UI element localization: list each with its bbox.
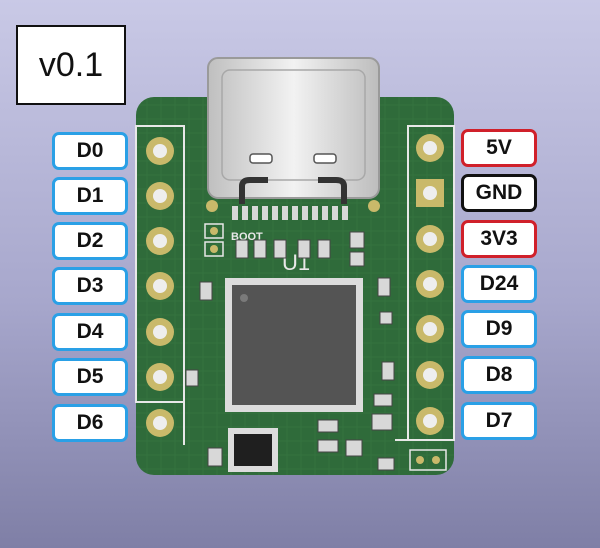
pin-label-d9: D9 [461, 310, 537, 348]
pin-label-3v3: 3V3 [461, 220, 537, 258]
header-hole-left-d2 [146, 227, 174, 255]
bottom-ic [228, 428, 278, 472]
boot-pads [204, 223, 224, 257]
pin-label-d6: D6 [52, 404, 128, 442]
header-hole-right-3v3 [416, 225, 444, 253]
header-hole-left-d1 [146, 182, 174, 210]
pin-label-d0: D0 [52, 132, 128, 170]
header-hole-left-d6 [146, 409, 174, 437]
swd-pads [409, 449, 447, 471]
right-header-outline [407, 125, 455, 441]
header-hole-right-d7 [416, 407, 444, 435]
right-header-holes [416, 134, 444, 435]
pin-label-d1: D1 [52, 177, 128, 215]
pin-label-d5: D5 [52, 358, 128, 396]
pin-label-d4: D4 [52, 313, 128, 351]
pin-label-5v: 5V [461, 129, 537, 167]
header-hole-right-d9 [416, 315, 444, 343]
pin-label-gnd: GND [461, 174, 537, 212]
pin-label-d2: D2 [52, 222, 128, 260]
pin-label-d24: D24 [461, 265, 537, 303]
version-label: v0.1 [16, 25, 126, 105]
left-header-holes [146, 137, 174, 437]
header-hole-right-d8 [416, 361, 444, 389]
left-header-outline [135, 125, 185, 403]
usb-c-connector [206, 57, 380, 220]
pin-label-d8: D8 [461, 356, 537, 394]
header-hole-left-d0 [146, 137, 174, 165]
mcu-chip [225, 278, 363, 412]
header-hole-left-d3 [146, 272, 174, 300]
header-hole-left-d5 [146, 363, 174, 391]
header-hole-left-d4 [146, 318, 174, 346]
smd-components [185, 231, 395, 471]
pin-label-d7: D7 [461, 402, 537, 440]
pin-label-d3: D3 [52, 267, 128, 305]
header-hole-right-5v [416, 134, 444, 162]
header-hole-right-gnd [416, 179, 444, 207]
header-hole-right-d24 [416, 270, 444, 298]
